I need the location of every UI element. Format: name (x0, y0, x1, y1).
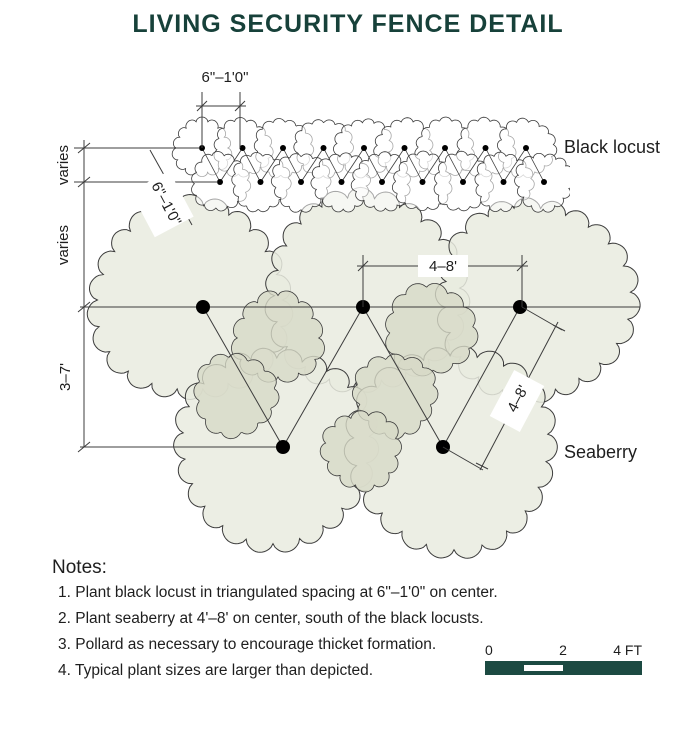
black-locust-point (239, 145, 246, 151)
black-locust-point (401, 145, 408, 151)
note-item: 3. Pollard as necessary to encourage thi… (58, 636, 436, 653)
scale-bar-fill (485, 661, 642, 675)
black-locust-point (419, 179, 426, 185)
black-locust-point (541, 179, 547, 185)
black-locust-label: Black locust (564, 137, 660, 157)
diag-h-label-bg (489, 370, 545, 432)
page-title: LIVING SECURITY FENCE DETAIL (132, 10, 563, 38)
dimension-varies-mid: varies (55, 225, 72, 265)
black-locust-point (523, 145, 529, 151)
scale-label-2: 2 (559, 642, 567, 658)
left-dimension-line (74, 140, 218, 453)
black-locust-point (482, 145, 489, 151)
locust-spacing-label: 6"–1'0" (202, 69, 249, 86)
black-locust-point (298, 179, 304, 185)
black-locust-point (460, 179, 466, 185)
seaberry-spacing-label: 4–8' (429, 258, 457, 275)
locust-spacing-dimension (196, 92, 246, 148)
scale-bar-gap (524, 665, 563, 671)
black-locust-point (379, 179, 385, 185)
scale-label-4: 4 FT (613, 642, 642, 658)
black-locust-row (171, 116, 570, 213)
diag-label-bg (130, 170, 194, 238)
black-locust-point (320, 145, 327, 151)
notes-heading: Notes: (52, 557, 107, 578)
note-item: 2. Plant seaberry at 4'–8' on center, so… (58, 610, 484, 627)
h-label-bg (418, 255, 468, 277)
black-locust-point (257, 179, 264, 185)
black-locust-point (217, 179, 223, 185)
black-locust-point (442, 145, 448, 151)
seaberry-overlap (231, 290, 325, 383)
seaberry-point (196, 300, 210, 314)
seaberry-shrubs (86, 186, 641, 559)
black-locust-point (280, 145, 286, 151)
scale-bar: 0 2 4 FT (485, 642, 642, 675)
black-locust-point (338, 179, 345, 185)
note-item: 1. Plant black locust in triangulated sp… (58, 584, 498, 601)
dimension-row-offset: 3–7' (57, 363, 74, 391)
seaberry-overlap (319, 410, 402, 493)
note-item: 4. Typical plant sizes are larger than d… (58, 662, 373, 679)
black-locust-point (361, 145, 367, 151)
seaberry-point (513, 300, 527, 314)
black-locust-point (500, 179, 507, 185)
dimension-varies-top: varies (55, 145, 72, 185)
scale-label-0: 0 (485, 642, 493, 658)
seaberry-overlap (193, 353, 280, 440)
seaberry-point (276, 440, 290, 454)
seaberry-label: Seaberry (564, 442, 637, 462)
